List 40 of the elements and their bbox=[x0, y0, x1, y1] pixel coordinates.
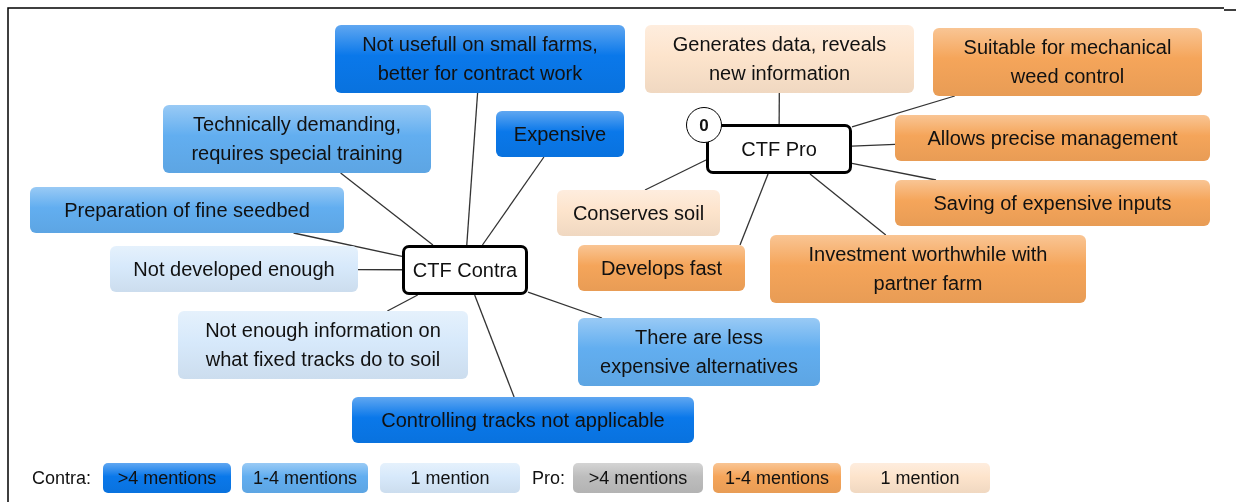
connector-line bbox=[809, 173, 887, 236]
legend-group-label: Contra: bbox=[32, 467, 92, 490]
topic-box: Generates data, reveals new information bbox=[645, 25, 914, 93]
number-circle: 0 bbox=[686, 107, 722, 143]
topic-box: There are less expensive alternatives bbox=[578, 318, 820, 386]
connector-line bbox=[778, 92, 780, 125]
connector-line bbox=[474, 294, 515, 398]
legend-swatch: 1-4 mentions bbox=[242, 463, 368, 493]
connector-line bbox=[339, 172, 434, 246]
legend-swatch: 1 mention bbox=[380, 463, 520, 493]
legend-swatch: >4 mentions bbox=[103, 463, 231, 493]
connector-line bbox=[292, 232, 403, 258]
connector-line bbox=[466, 92, 479, 246]
topic-box: Conserves soil bbox=[557, 190, 720, 236]
topic-box: Technically demanding, requires special training bbox=[163, 105, 431, 173]
connector-line bbox=[851, 162, 937, 181]
central-topic-box: CTF Contra bbox=[402, 245, 528, 295]
connector-line bbox=[644, 159, 707, 191]
topic-box: Investment worthwhile with partner farm bbox=[770, 235, 1086, 303]
topic-box: Allows precise management bbox=[895, 115, 1210, 161]
topic-box: Saving of expensive inputs bbox=[895, 180, 1210, 226]
topic-box: Not usefull on small farms, better for contract work bbox=[335, 25, 625, 93]
topic-box: Not enough information on what fixed tracks do to soil bbox=[178, 311, 468, 379]
topic-box: Preparation of fine seedbed bbox=[30, 187, 344, 233]
topic-box: Suitable for mechanical weed control bbox=[933, 28, 1202, 96]
legend-swatch: 1 mention bbox=[850, 463, 990, 493]
connector-line bbox=[851, 143, 896, 147]
connector-line bbox=[481, 156, 545, 246]
connector-line bbox=[357, 268, 403, 271]
topic-box: Not developed enough bbox=[110, 246, 358, 292]
connector-line bbox=[739, 173, 769, 246]
topic-box: Controlling tracks not applicable bbox=[352, 397, 694, 443]
connector-line bbox=[851, 95, 956, 128]
connector-line bbox=[386, 294, 419, 312]
legend-swatch: 1-4 mentions bbox=[713, 463, 841, 493]
legend-group-label: Pro: bbox=[532, 467, 565, 490]
topic-box: Expensive bbox=[496, 111, 624, 157]
legend-swatch: >4 mentions bbox=[573, 463, 703, 493]
topic-box: Develops fast bbox=[578, 245, 745, 291]
connector-line bbox=[527, 291, 603, 319]
